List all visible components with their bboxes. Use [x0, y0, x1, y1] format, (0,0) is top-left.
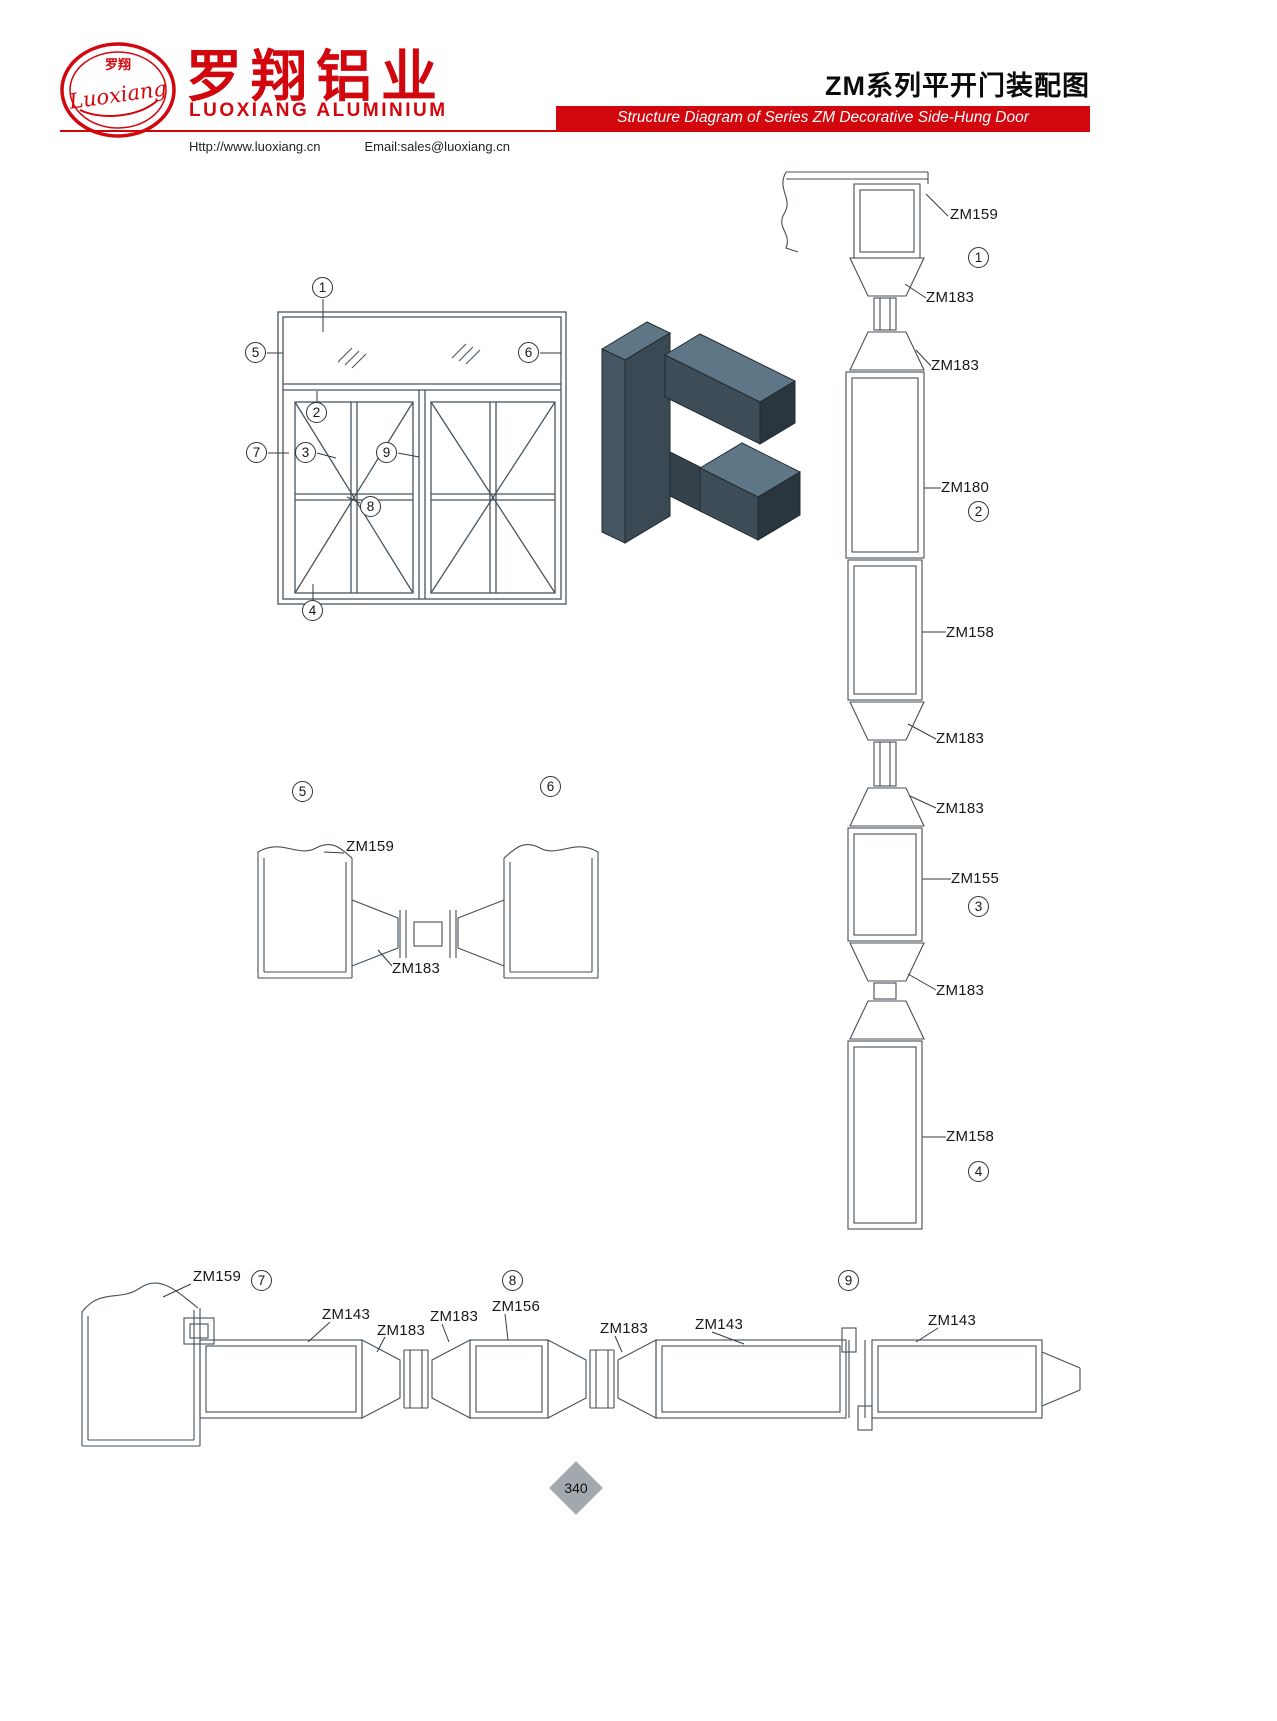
section-callout: 2 — [968, 501, 989, 522]
profile-label: ZM180 — [941, 479, 990, 496]
profile-label: ZM156 — [492, 1298, 541, 1315]
contact-line: Http://www.luoxiang.cn Email:sales@luoxi… — [189, 139, 510, 154]
elevation-callout: 1 — [312, 277, 333, 298]
profile-label: ZM183 — [936, 800, 985, 817]
elevation-callout: 5 — [245, 342, 266, 363]
section-callout: 3 — [968, 896, 989, 917]
section-callout: 6 — [540, 776, 561, 797]
profile-label: ZM143 — [695, 1316, 744, 1333]
profile-label: ZM183 — [430, 1308, 479, 1325]
section-callout: 4 — [968, 1161, 989, 1182]
logo-inner-ellipse — [69, 51, 167, 129]
logo-swoosh — [79, 99, 159, 117]
horizontal-section-linework — [81, 1282, 1081, 1447]
elevation-callout: 3 — [295, 442, 316, 463]
glass-hatch-marks — [337, 343, 481, 369]
website-text: Http://www.luoxiang.cn — [189, 139, 321, 154]
vertical-section-leader-lines — [904, 193, 951, 1138]
jamb-section-leader-lines — [323, 851, 393, 967]
doc-title-en: Structure Diagram of Series ZM Decorativ… — [617, 109, 1029, 126]
profile-label: ZM159 — [950, 206, 999, 223]
profile-label: ZM183 — [926, 289, 975, 306]
profile-label: ZM183 — [931, 357, 980, 374]
elevation-linework — [277, 311, 567, 605]
section-callout: 8 — [502, 1270, 523, 1291]
profile-label: ZM183 — [600, 1320, 649, 1337]
logo-cn-text: 罗翔 — [105, 57, 131, 72]
email-text: Email:sales@luoxiang.cn — [364, 139, 510, 154]
profile-label: ZM159 — [193, 1268, 242, 1285]
profile-label: ZM158 — [946, 624, 995, 641]
company-logo: 罗翔 Luoxiang — [60, 42, 176, 138]
doc-title-cn: ZM系列平开门装配图 — [825, 71, 1090, 101]
page-number: 340 — [564, 1480, 588, 1496]
profile-label: ZM183 — [377, 1322, 426, 1339]
profile-label: ZM155 — [951, 870, 1000, 887]
profile-label: ZM143 — [322, 1306, 371, 1323]
elevation-callout: 6 — [518, 342, 539, 363]
doc-title-en-banner: Structure Diagram of Series ZM Decorativ… — [556, 106, 1090, 130]
section-callout: 9 — [838, 1270, 859, 1291]
profile-label: ZM143 — [928, 1312, 977, 1329]
header-rule — [60, 130, 1090, 132]
vertical-section-linework — [781, 171, 929, 1230]
elevation-callout: 9 — [376, 442, 397, 463]
horizontal-section-leader-lines — [162, 1283, 939, 1353]
profile-label: ZM183 — [936, 982, 985, 999]
elevation-leader-lines — [267, 299, 561, 600]
elevation-callout: 4 — [302, 600, 323, 621]
profile-label: ZM183 — [936, 730, 985, 747]
profile-3d-render — [600, 321, 802, 544]
elevation-callout: 7 — [246, 442, 267, 463]
section-callout: 1 — [968, 247, 989, 268]
logo-outer-ellipse — [60, 42, 176, 138]
profile-label: ZM183 — [392, 960, 441, 977]
profile-label: ZM159 — [346, 838, 395, 855]
jamb-section-linework — [257, 843, 599, 979]
elevation-callout: 8 — [360, 496, 381, 517]
profile-label: ZM158 — [946, 1128, 995, 1145]
section-callout: 7 — [251, 1270, 272, 1291]
section-callout: 5 — [292, 781, 313, 802]
elevation-callout: 2 — [306, 402, 327, 423]
brand-name-cn: 罗翔铝业 — [186, 45, 446, 110]
brand-name-en: LUOXIANG ALUMINIUM — [189, 100, 448, 121]
